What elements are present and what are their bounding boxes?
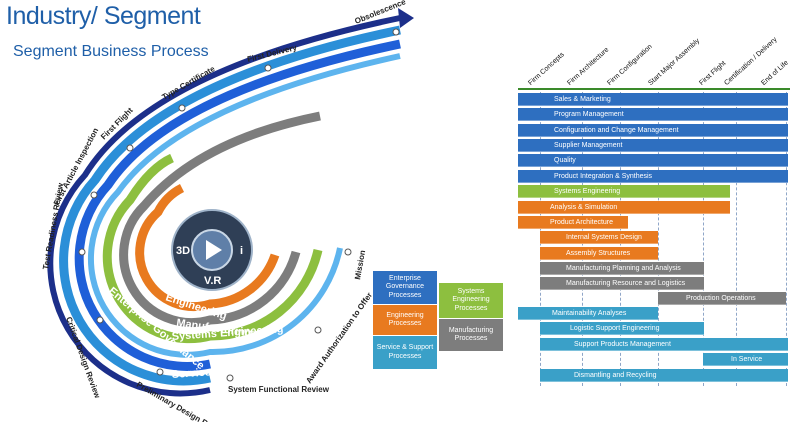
milestone-firm-concepts: Firm Concepts — [527, 51, 566, 87]
outer-timeline-band — [47, 15, 401, 397]
label-preliminary-design-review: Preliminary Design Review — [135, 380, 229, 422]
process-bar: Dismantling and Recycling — [540, 369, 788, 382]
milestone-end-of-life: End of Life — [760, 59, 790, 87]
process-bar: Support Products Management — [540, 338, 788, 351]
process-bar: Analysis & Simulation — [518, 201, 730, 214]
process-bar: Program Management — [518, 108, 788, 121]
process-bar: Supplier Management — [518, 139, 788, 152]
manufacturing-band — [119, 111, 321, 328]
hub-right-label: i — [240, 245, 243, 257]
label-system-functional-review: System Functional Review — [228, 385, 330, 394]
milestone-gridline — [703, 92, 704, 386]
timeline-arrowhead — [398, 8, 414, 28]
milestone-dot — [344, 248, 352, 256]
page-title: Industry/ Segment — [6, 2, 201, 30]
process-bar: Production Operations — [658, 292, 786, 305]
enterprise-governance-band — [74, 39, 401, 371]
process-bar: Systems Engineering — [518, 185, 730, 198]
milestone-gridline — [658, 92, 659, 386]
legend-manufacturing: Manufacturing Processes — [439, 319, 503, 351]
hub-left-label: 3D — [176, 245, 190, 257]
process-bar: Configuration and Change Management — [518, 124, 788, 137]
milestone-dot — [90, 191, 98, 199]
process-bar: Quality — [518, 154, 788, 167]
legend-enterprise-governance: Enterprise Governance Processes — [373, 271, 437, 304]
process-bar: Product Architecture — [518, 216, 628, 229]
milestone-dot — [96, 316, 104, 324]
systems-engineering-band — [102, 153, 323, 344]
page-subtitle: Segment Business Process — [13, 43, 209, 60]
play-icon — [206, 240, 222, 260]
process-bar: Maintainability Analyses — [518, 307, 658, 320]
milestone-start-major-assembly: Start Major Assembly — [647, 37, 702, 87]
milestone-first-flight: First Flight — [698, 59, 728, 87]
milestone-dot — [226, 374, 234, 382]
milestone-dot — [156, 368, 164, 376]
process-bar: Sales & Marketing — [518, 93, 788, 106]
process-bar: In Service — [703, 353, 788, 366]
light-blue-band — [87, 53, 401, 358]
milestone-dot — [264, 64, 272, 72]
milestone-gridline — [736, 92, 737, 386]
service-support-band — [59, 25, 401, 386]
milestone-dot — [78, 248, 86, 256]
lifecycle-arc-diagram: 3D i V.R Engineering Manufacturing Syste… — [41, 0, 414, 422]
milestone-dot — [126, 144, 134, 152]
process-bar: Assembly Structures — [540, 247, 658, 260]
milestone-firm-configuration: Firm Configuration — [606, 43, 654, 87]
milestone-dot — [314, 326, 322, 334]
milestone-firm-architecture: Firm Architecture — [566, 46, 611, 87]
process-bar: Manufacturing Resource and Logistics — [540, 277, 704, 290]
milestone-gridline — [786, 92, 787, 386]
process-bar: Manufacturing Planning and Analysis — [540, 262, 704, 275]
process-bar: Internal Systems Design — [540, 231, 658, 244]
milestone-dot — [178, 104, 186, 112]
process-bar: Product Integration & Synthesis — [518, 170, 788, 183]
legend-engineering: Engineering Processes — [373, 305, 437, 335]
process-bar: Logistic Support Engineering — [540, 322, 704, 335]
engineering-band — [135, 183, 280, 312]
label-mission: Mission — [353, 249, 367, 280]
hub-bottom-label: V.R — [204, 275, 221, 287]
legend-service-support: Service & Support Processes — [373, 336, 437, 369]
timeline-axis — [518, 88, 790, 90]
legend-systems-engineering: Systems Engineering Processes — [439, 283, 503, 318]
milestone-dot — [392, 28, 400, 36]
